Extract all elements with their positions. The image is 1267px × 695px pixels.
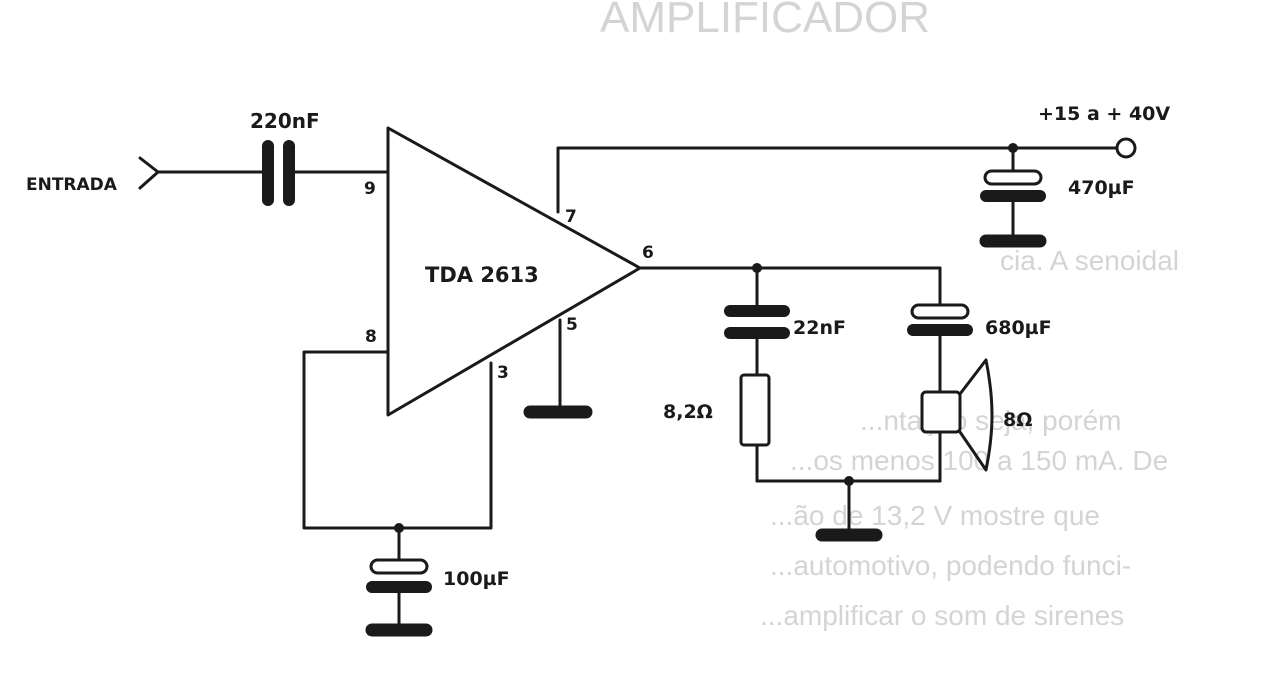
ghost-line: cia. A senoidal: [1000, 245, 1179, 276]
output-section: 22nF 8,2Ω 680µF 8Ω: [638, 263, 1052, 542]
snubber-resistor: [739, 373, 771, 447]
supply-rail-wire: [556, 146, 1119, 214]
supply-capacitor-value: 470µF: [1068, 177, 1135, 199]
speaker-impedance: 8Ω: [1003, 409, 1032, 431]
ic-part-number: TDA 2613: [425, 263, 539, 287]
input-section: ENTRADA 220nF: [26, 109, 390, 206]
speaker-magnet: [920, 390, 962, 434]
output-capacitor-plate-positive: [910, 303, 970, 320]
input-label: ENTRADA: [26, 175, 118, 195]
ghost-title: AMPLIFICADOR: [600, 0, 930, 42]
ic-triangle: [386, 126, 642, 417]
supply-section: +15 a + 40V 470µF: [556, 103, 1170, 248]
input-terminal-symbol: [138, 156, 160, 190]
feedback-capacitor-value: 100µF: [443, 568, 510, 590]
supply-terminal: [1115, 137, 1137, 159]
supply-capacitor-plate-positive: [983, 169, 1043, 186]
ghost-line: ...amplificar o som de sirenes: [760, 600, 1124, 631]
snubber-capacitor-value: 22nF: [793, 317, 846, 339]
pin-9-label: 9: [364, 179, 376, 199]
feedback-capacitor-plate-positive: [369, 558, 429, 575]
ghost-line: ...automotivo, podendo funci-: [770, 550, 1131, 581]
pin-6-label: 6: [642, 243, 654, 263]
supply-voltage-label: +15 a + 40V: [1038, 103, 1170, 125]
pin-5-ground: [523, 318, 593, 419]
pin-8-label: 8: [365, 327, 377, 347]
input-capacitor-value: 220nF: [250, 109, 320, 133]
speaker-cone: [958, 358, 994, 472]
pin-8-feedback-wire: [302, 350, 493, 530]
ghost-line: ...ão de 13,2 V mostre que: [770, 500, 1100, 531]
pin-7-label: 7: [565, 207, 577, 227]
pin-5-label: 5: [566, 315, 578, 335]
pin-3-label: 3: [497, 363, 509, 383]
ic-amplifier: TDA 2613 9 7 6 5 8 3: [364, 126, 654, 417]
feedback-section: 100µF: [302, 350, 510, 637]
output-capacitor-value: 680µF: [985, 317, 1052, 339]
snubber-resistor-value: 8,2Ω: [663, 401, 713, 423]
bleed-through-background: AMPLIFICADOR cia. A senoidal ...ntação s…: [600, 0, 1179, 631]
